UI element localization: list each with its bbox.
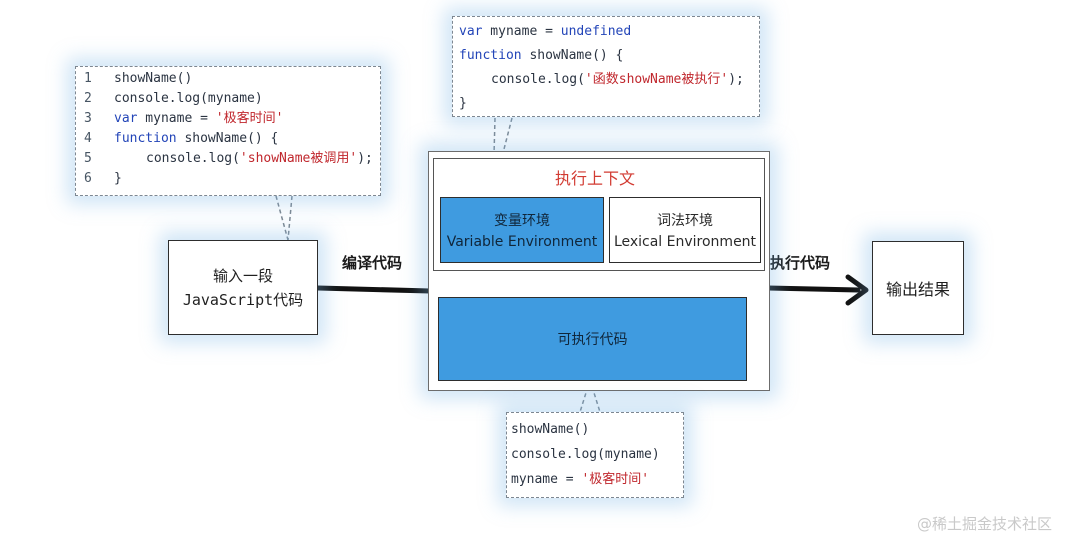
code-token: '极客时间' (581, 472, 650, 487)
output-result-label: 输出结果 (885, 280, 950, 299)
executable-code-callout: showName() console.log(myname) myname = '极… (506, 412, 684, 498)
left-callout-tail (275, 195, 293, 241)
code-line: } (459, 92, 753, 116)
variable-environment-en: Variable Environment (446, 234, 598, 250)
executable-code-label: 可执行代码 (557, 332, 628, 348)
code-token: showName() { (521, 48, 624, 63)
code-line: console.log(myname) (511, 442, 679, 467)
code-token: console.log( (491, 72, 585, 87)
execute-arrow (765, 285, 861, 293)
line-number: 4 (84, 131, 92, 146)
code-line: myname = '极客时间' (511, 467, 679, 492)
code-token: 'showName被调用' (239, 151, 358, 166)
line-number: 5 (84, 151, 92, 166)
variable-environment-zh: 变量环境 (494, 213, 550, 229)
code-token: } (459, 96, 467, 111)
code-token: myname = (511, 472, 582, 487)
input-box-line2: JavaScript代码 (182, 290, 304, 309)
code-token: console.log( (146, 151, 240, 166)
code-token: var (459, 24, 483, 39)
compile-label: 编译代码 (342, 254, 403, 272)
code-line: 6} (84, 169, 372, 189)
source-code-callout: 1 showName() 2 console.log(myname) 3 var myna… (75, 66, 381, 196)
code-line: showName() (511, 417, 679, 442)
line-number: 6 (84, 171, 92, 186)
line-number: 2 (84, 91, 92, 106)
code-line: 4 function showName() { (84, 129, 372, 149)
code-line: 3 var myname = '极客时间' (84, 109, 372, 129)
execute-label: 执行代码 (770, 254, 831, 272)
code-line: function showName() { (459, 44, 753, 68)
compile-arrow (315, 285, 433, 294)
code-token: myname = (137, 111, 216, 126)
input-code-box: 输入一段 JavaScript代码 (168, 240, 318, 335)
lexical-environment-box: 词法环境 Lexical Environment (609, 197, 761, 263)
code-token: showName() (114, 71, 193, 86)
variable-environment-box: 变量环境 Variable Environment (440, 197, 604, 263)
code-token: function (114, 131, 177, 146)
execute-arrow-head (845, 274, 869, 306)
code-token: undefined (560, 24, 632, 39)
code-token: console.log(myname) (511, 447, 660, 462)
bottom-callout-tail (579, 379, 601, 413)
code-token: var (114, 111, 138, 126)
code-line: 1 showName() (84, 69, 372, 89)
executable-code-box: 可执行代码 (438, 297, 747, 381)
line-number: 3 (84, 111, 92, 126)
output-result-box: 输出结果 (872, 241, 964, 335)
code-token: showName() { (176, 131, 279, 146)
lexical-environment-zh: 词法环境 (657, 213, 713, 229)
code-token: } (114, 171, 122, 186)
code-line: console.log('函数showName被执行'); (459, 68, 753, 92)
code-token: '极客时间' (215, 111, 284, 126)
code-line: var myname = undefined (459, 20, 753, 44)
execution-context-title: 执行上下文 (555, 169, 636, 188)
code-token: console.log(myname) (114, 91, 263, 106)
code-token: showName() (511, 422, 590, 437)
lexical-environment-en: Lexical Environment (613, 234, 757, 250)
line-number: 1 (84, 71, 92, 86)
code-token: ); (357, 151, 373, 166)
code-line: 2 console.log(myname) (84, 89, 372, 109)
code-token: function (459, 48, 522, 63)
code-token: myname = (482, 24, 561, 39)
code-token: ); (728, 72, 744, 87)
code-line: 5 console.log('showName被调用'); (84, 149, 373, 169)
watermark: @稀土掘金技术社区 (916, 515, 1052, 533)
code-token: '函数showName被执行' (584, 72, 729, 87)
input-box-line1: 输入一段 (212, 266, 273, 285)
